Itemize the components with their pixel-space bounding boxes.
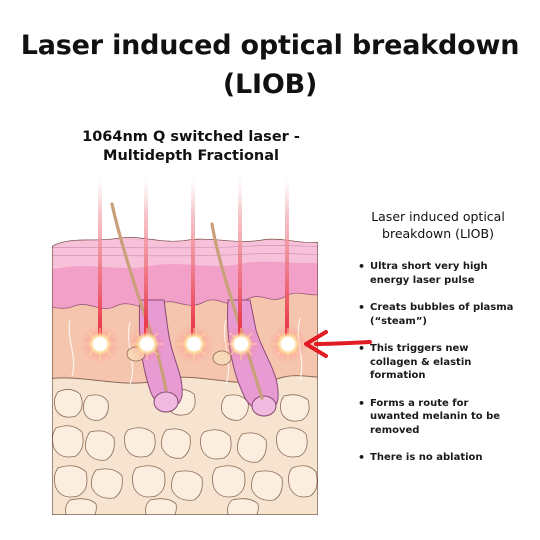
laser-beams xyxy=(98,168,289,340)
plasma-spark-icon xyxy=(268,324,308,364)
info-panel: Laser induced optical breakdown (LIOB) U… xyxy=(358,208,518,479)
fat-cells xyxy=(52,389,318,515)
laser-beam-3 xyxy=(191,168,195,340)
list-item: There is no ablation xyxy=(358,451,518,465)
list-item: Creats bubbles of plasma (“steam”) xyxy=(358,301,518,328)
bullet-list: Ultra short very high energy laser pulse… xyxy=(358,260,518,465)
skin-cross-section xyxy=(52,237,318,515)
plasma-spots xyxy=(80,324,308,364)
plasma-spark-icon xyxy=(221,324,261,364)
plasma-spark-icon xyxy=(80,324,120,364)
laser-label-line-2: Multidepth Fractional xyxy=(103,148,279,164)
title-line-2: (LIOB) xyxy=(222,69,318,100)
laser-beam-1 xyxy=(98,168,102,340)
plasma-spark-icon xyxy=(127,324,167,364)
page-title: Laser induced optical breakdown (LIOB) xyxy=(0,26,540,104)
laser-label: 1064nm Q switched laser - Multidepth Fra… xyxy=(60,128,322,166)
list-item: This triggers new collagen & elastin for… xyxy=(358,342,518,383)
panel-title-line-2: breakdown (LIOB) xyxy=(382,226,494,241)
list-item: Ultra short very high energy laser pulse xyxy=(358,260,518,287)
list-item: Forms a route for uwanted melanin to be … xyxy=(358,397,518,438)
plasma-spark-icon xyxy=(174,324,214,364)
panel-title: Laser induced optical breakdown (LIOB) xyxy=(358,208,518,242)
laser-beam-2 xyxy=(144,168,148,340)
laser-label-line-1: 1064nm Q switched laser - xyxy=(82,129,300,145)
title-line-1: Laser induced optical breakdown xyxy=(20,30,520,61)
laser-beam-4 xyxy=(238,168,242,340)
laser-beam-5 xyxy=(285,168,289,340)
panel-title-line-1: Laser induced optical xyxy=(371,209,505,224)
